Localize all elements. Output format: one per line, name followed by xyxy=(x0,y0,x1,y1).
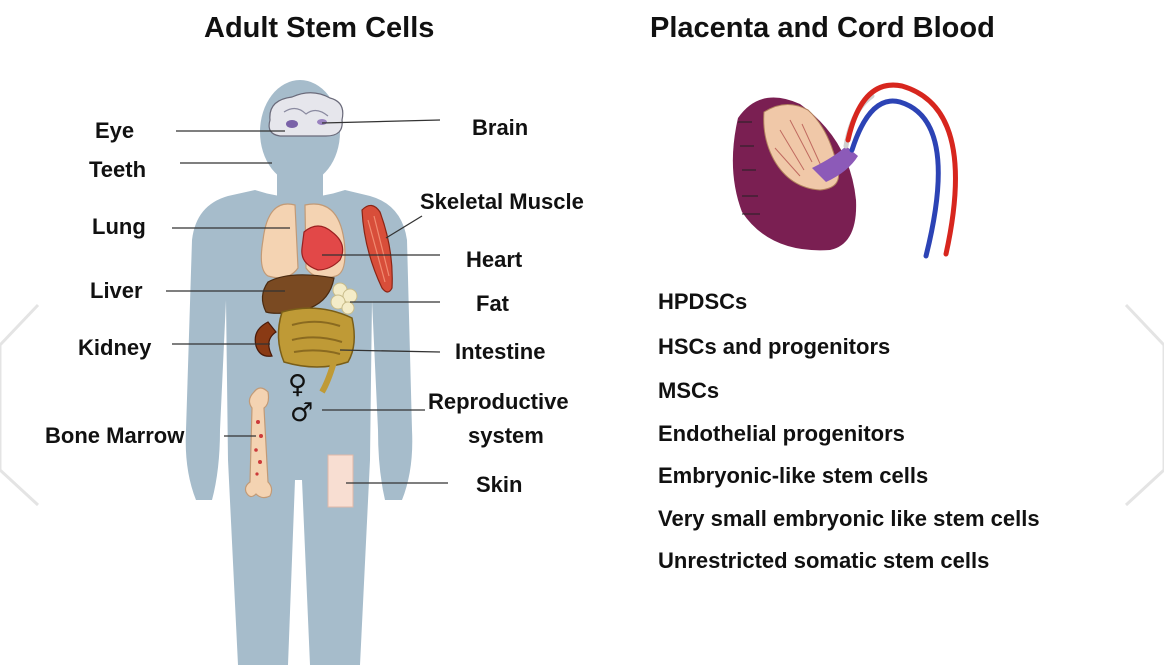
cell-type-item: MSCs xyxy=(658,378,719,404)
cell-type-item: HPDSCs xyxy=(658,289,747,315)
umbilical-cord-illustration xyxy=(846,85,955,256)
label-brain: Brain xyxy=(472,115,528,141)
heading-placenta-cord-blood: Placenta and Cord Blood xyxy=(650,12,995,45)
label-heart: Heart xyxy=(466,247,522,273)
female-symbol-icon: ♀ xyxy=(288,370,307,400)
cell-type-item: Very small embryonic like stem cells xyxy=(658,506,1040,532)
label-eye: Eye xyxy=(95,118,134,144)
cell-type-item: Unrestricted somatic stem cells xyxy=(658,548,989,574)
heading-adult-stem-cells: Adult Stem Cells xyxy=(204,12,434,45)
label-intestine: Intestine xyxy=(455,339,545,365)
male-symbol-icon: ♂ xyxy=(290,398,313,428)
label-reproductive-system: system xyxy=(468,423,544,449)
label-skeletal-muscle: Skeletal Muscle xyxy=(420,189,584,215)
label-fat: Fat xyxy=(476,291,509,317)
skin-illustration xyxy=(328,455,353,507)
cell-type-item: HSCs and progenitors xyxy=(658,334,890,360)
label-kidney: Kidney xyxy=(78,335,151,361)
label-teeth: Teeth xyxy=(89,157,146,183)
watermark xyxy=(0,305,1164,505)
cell-type-item: Embryonic-like stem cells xyxy=(658,463,928,489)
label-liver: Liver xyxy=(90,278,143,304)
label-bone-marrow: Bone Marrow xyxy=(45,423,184,449)
label-skin: Skin xyxy=(476,472,522,498)
label-lung: Lung xyxy=(92,214,146,240)
label-reproductive: Reproductive xyxy=(428,389,569,415)
placenta-illustration xyxy=(733,98,858,251)
cell-type-item: Endothelial progenitors xyxy=(658,421,905,447)
